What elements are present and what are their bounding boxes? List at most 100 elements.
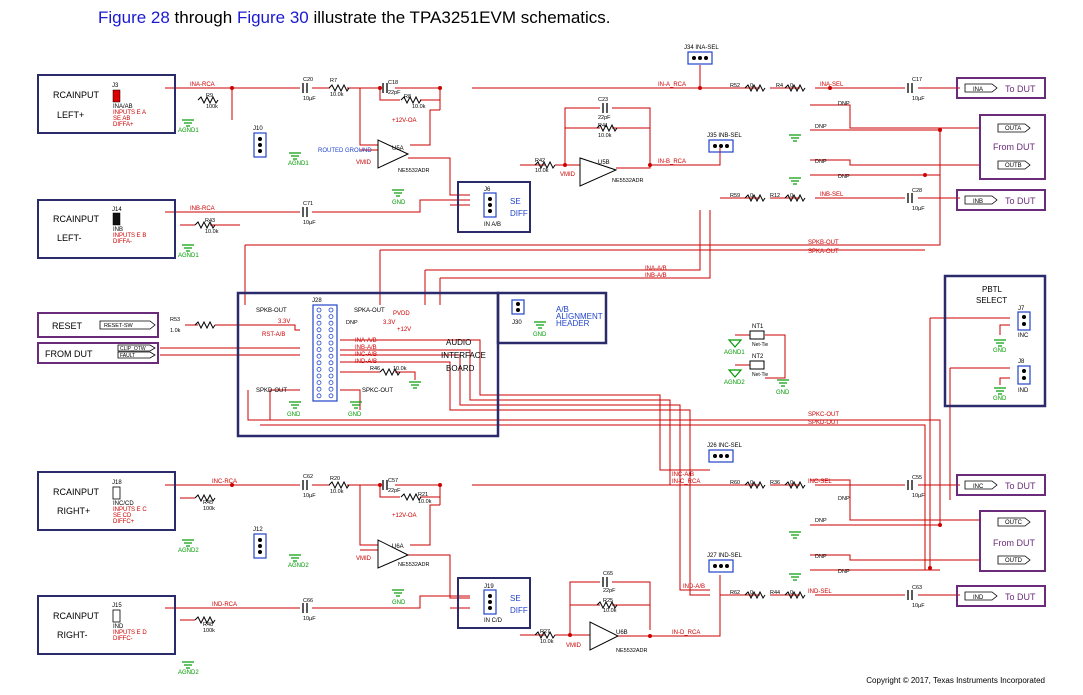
- opamp-part: NE5532ADR: [398, 168, 430, 174]
- net-tie-val: Net-Tie: [752, 372, 768, 378]
- res-ref: R27: [540, 629, 550, 635]
- dnp-label: DNP: [815, 124, 827, 130]
- input-desc1: INPUTS E C: [113, 507, 147, 513]
- header-pin: [316, 340, 322, 346]
- pbtl-label-2: SELECT: [976, 296, 1007, 305]
- net-label: SPKD-OUT: [808, 420, 839, 426]
- dnp-label: DNP: [838, 174, 850, 180]
- figure-30-link[interactable]: Figure 30: [236, 8, 309, 27]
- agnd-label: AGND1: [724, 350, 745, 356]
- header-pin: [316, 333, 322, 339]
- input-side: RIGHT-: [57, 630, 88, 640]
- res-val: 0: [790, 590, 793, 596]
- net-label: +12V-OA: [392, 118, 417, 124]
- cap-val: 10µF: [912, 603, 925, 609]
- align-label-1: A/B: [556, 305, 569, 314]
- res-val: 10.0k: [330, 489, 344, 495]
- input-net: INC/CD: [113, 501, 134, 507]
- from-dut-cd: OUTC From DUT OUTD: [979, 510, 1046, 572]
- res-ref: R48: [203, 622, 213, 628]
- res-val: 0: [750, 590, 753, 596]
- jumper-j8[interactable]: [1017, 365, 1031, 385]
- jumper-j27[interactable]: J27 IND-SEL: [707, 553, 743, 573]
- cap-val: 10µF: [912, 96, 925, 102]
- cap-val: 10µF: [303, 220, 316, 226]
- jumper-j10[interactable]: J10: [253, 126, 267, 158]
- dnp-label: DNP: [838, 496, 850, 502]
- jumper-j35[interactable]: J35 INB-SEL: [707, 133, 742, 153]
- board-label-3: BOARD: [446, 364, 475, 373]
- board-label-1: AUDIO: [446, 338, 471, 347]
- net-label: IND-A/B: [355, 359, 377, 365]
- net-label: +12V: [397, 327, 411, 333]
- align-label-3: HEADER: [556, 319, 590, 328]
- net-tie-icon: [749, 360, 765, 370]
- header-pins: [316, 307, 334, 399]
- jumper-j34[interactable]: J34 INA-SEL: [684, 45, 719, 65]
- header-pin: [328, 333, 334, 339]
- net-tie-val: Net-Tie: [752, 342, 768, 348]
- opamp-u5b-icon: [579, 157, 618, 187]
- net-label: IN-B_RCA: [658, 159, 686, 165]
- header-pin: [316, 393, 322, 399]
- agnd-label: AGND1: [178, 128, 199, 134]
- gnd-label: GND: [776, 390, 790, 396]
- caption-text-1: through: [169, 8, 237, 27]
- net-label: VMID: [560, 172, 576, 178]
- cap-val: 22pF: [603, 588, 616, 594]
- input-side: LEFT-: [57, 233, 82, 243]
- gnd-label: GND: [993, 348, 1007, 354]
- copyright: Copyright © 2017, Texas Instruments Inco…: [866, 676, 1045, 685]
- tag-net: INC: [973, 484, 984, 490]
- input-ref: J18: [112, 480, 122, 486]
- input-rca-left-plus: RCAINPUT LEFT+ J3 INA/AB INPUTS E A SE A…: [37, 74, 176, 134]
- net-label: VMID: [356, 556, 372, 562]
- cap-ref: C63: [912, 585, 922, 591]
- res-ref: R43: [205, 218, 215, 224]
- from-dut-left-tag: FROM DUT CLIP_OTW FAULT: [37, 342, 159, 364]
- input-title: RCAINPUT: [53, 214, 100, 224]
- cap-val: 10µF: [303, 616, 316, 622]
- input-desc1: INPUTS E D: [113, 630, 147, 636]
- cap-val: 22pF: [598, 115, 611, 121]
- input-side: RIGHT+: [57, 506, 90, 516]
- ab-alignment-header: J30 A/B ALIGNMENT HEADER: [496, 291, 608, 345]
- cap-ref: C66: [303, 598, 313, 604]
- header-pin: [328, 386, 334, 392]
- net-label: RST-A/B: [262, 332, 285, 338]
- se-diff-selector-cd[interactable]: J19 SE DIFF IN C/D: [457, 577, 531, 629]
- jumper-j30[interactable]: [511, 299, 525, 315]
- pbtl-select: PBTL SELECT J7 INC J8 IND: [943, 274, 1047, 408]
- input-rca-right-minus: RCAINPUT RIGHT- J15 IND INPUTS E D DIFFC…: [37, 595, 176, 655]
- to-dut-label: To DUT: [1005, 592, 1036, 602]
- jumper-j12[interactable]: J12: [253, 527, 267, 559]
- jumper-j7[interactable]: [1017, 311, 1031, 331]
- board-label-2: INTERFACE: [441, 351, 486, 360]
- se-label: SE: [510, 594, 521, 603]
- res-ref: R25: [603, 598, 613, 604]
- jumper-j26[interactable]: J26 INC-SEL: [707, 443, 743, 463]
- jumper-ref: J7: [1018, 306, 1025, 312]
- opamp-ref: U5A: [392, 146, 404, 152]
- header-pin: [328, 307, 334, 313]
- routed-ground-label: ROUTED GROUND: [318, 148, 372, 154]
- fault-label: FAULT: [120, 353, 135, 359]
- net-label: IN-A_RCA: [658, 82, 686, 88]
- selector-label: IN C/D: [484, 618, 503, 624]
- input-rca-left-minus: RCAINPUT LEFT- J14 INB INPUTS E B DIFFA-: [37, 199, 176, 259]
- opamp-u5a-icon: [377, 139, 410, 169]
- se-diff-selector-ab[interactable]: J6 SE DIFF IN A/B: [457, 181, 531, 233]
- agnd-label: AGND1: [288, 161, 309, 167]
- res-val: 1.0k: [170, 328, 181, 334]
- tag-net: OUTB: [1005, 163, 1022, 169]
- to-dut-inb: INB To DUT: [956, 189, 1046, 211]
- dnp-label: DNP: [815, 518, 827, 524]
- net-tie-ref: NT1: [752, 324, 764, 330]
- res-ref: R20: [330, 476, 340, 482]
- figure-28-link[interactable]: Figure 28: [98, 8, 170, 27]
- res-val: 10.0k: [598, 133, 612, 139]
- agnd-symbols: AGND1 AGND1 AGND2 AGND2 AGND1 AGND2 GND …: [178, 119, 1007, 676]
- gnd-label: GND: [993, 396, 1007, 402]
- cap-val: 10µF: [912, 206, 925, 212]
